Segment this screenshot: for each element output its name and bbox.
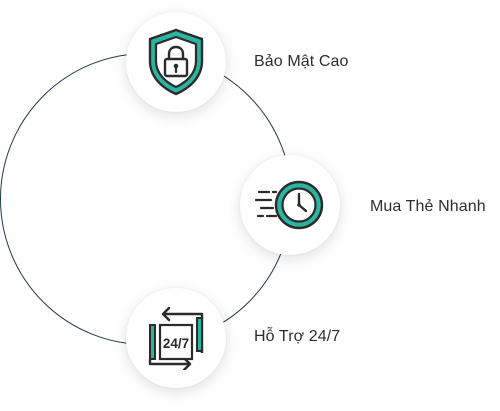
support-badge-text: 24/7: [163, 336, 189, 351]
shield-lock-icon: [148, 28, 204, 96]
feature-node-fast-purchase: [240, 155, 340, 255]
feature-label-support: Hỗ Trợ 24/7: [254, 328, 341, 345]
feature-node-support: 24/7: [126, 288, 226, 388]
feature-label-fast-purchase: Mua Thẻ Nhanh: [370, 198, 486, 215]
feature-label-security: Bảo Mật Cao: [254, 53, 349, 70]
fast-clock-icon: [255, 180, 324, 230]
feature-node-security: [126, 12, 226, 112]
support-24-7-icon: 24/7: [148, 306, 204, 370]
